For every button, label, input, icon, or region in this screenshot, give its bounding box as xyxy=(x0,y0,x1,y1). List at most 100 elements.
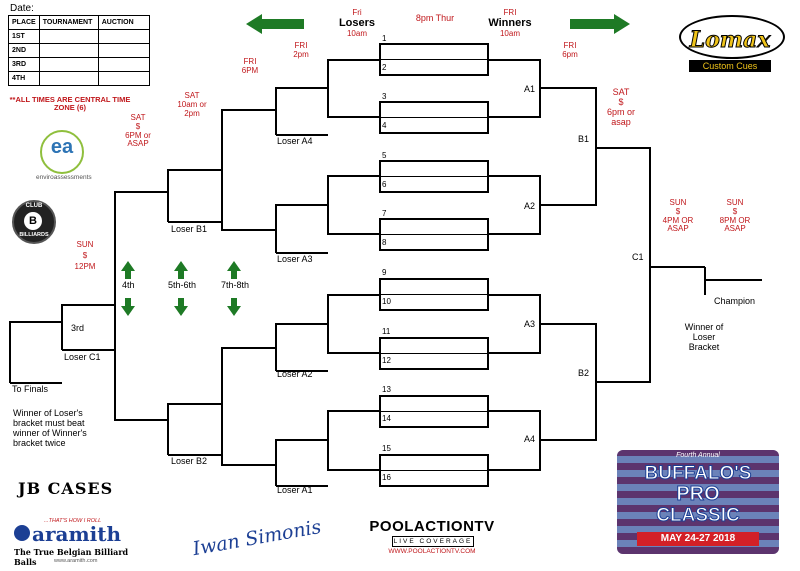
label-b1: B1 xyxy=(578,134,590,144)
center-time: 8pm Thur xyxy=(415,13,455,23)
slot-1: 1 xyxy=(382,34,387,43)
place-5th-6th-label: 5th-6th xyxy=(168,280,197,290)
winners-b1 xyxy=(540,87,597,206)
losers-arrow-icon xyxy=(246,14,304,34)
slot-16: 16 xyxy=(382,473,391,482)
lomax-subtitle: Custom Cues xyxy=(689,60,771,72)
losers-r2-b xyxy=(275,204,328,253)
slot-13: 13 xyxy=(382,385,391,394)
place-3rd-auction[interactable] xyxy=(97,57,150,72)
place-1st-auction[interactable] xyxy=(97,29,150,44)
label-loser-a4: Loser A4 xyxy=(277,136,313,146)
place-4th-arrow-icon xyxy=(121,261,135,316)
col-tournament: TOURNAMENT xyxy=(38,15,99,30)
place-7th-8th-arrow-icon xyxy=(227,261,241,316)
losers-time: 10am xyxy=(346,29,367,38)
enviroassessments-logo: ea enviroassessments xyxy=(36,130,102,185)
place-2nd: 2ND xyxy=(8,43,40,58)
place-1st: 1ST xyxy=(8,29,40,44)
losers-r2-d xyxy=(275,439,328,486)
losers-r2-c xyxy=(275,323,328,371)
date-label: Date: xyxy=(10,3,34,14)
slot-8: 8 xyxy=(382,238,387,247)
table-row: 2ND xyxy=(8,43,150,58)
label-loser-a1: Loser A1 xyxy=(277,485,313,495)
enviro-text: enviroassessments xyxy=(36,174,92,181)
losers-final xyxy=(9,321,62,383)
col-place: PLACE xyxy=(8,15,40,30)
place-3rd-tournament[interactable] xyxy=(38,57,99,72)
winners-b2 xyxy=(540,323,597,441)
slot-2: 2 xyxy=(382,63,387,72)
slot-4: 4 xyxy=(382,121,387,130)
place-4th-auction[interactable] xyxy=(97,71,150,86)
jb-cases-logo: JB CASES xyxy=(18,479,114,498)
losers-r4-a xyxy=(167,169,222,222)
place-4th-label: 4th xyxy=(122,280,135,290)
losers-r1-d xyxy=(327,410,380,471)
table-row: 3RD xyxy=(8,57,150,72)
slot-3: 3 xyxy=(382,92,387,101)
label-loser-a2: Loser A2 xyxy=(277,369,313,379)
label-loser-c1: Loser C1 xyxy=(64,352,101,362)
label-a3: A3 xyxy=(524,319,536,329)
place-4th-tournament[interactable] xyxy=(38,71,99,86)
label-a2: A2 xyxy=(524,201,536,211)
label-loser-a3: Loser A3 xyxy=(277,254,313,264)
winners-day: FRI xyxy=(503,8,517,17)
slot-12: 12 xyxy=(382,356,391,365)
lomax-logo: Lomax Custom Cues xyxy=(675,15,785,73)
slot-14: 14 xyxy=(382,414,391,423)
buffalos-pro-classic-logo: Fourth Annual BUFFALO'S PRO CLASSIC MAY … xyxy=(617,450,779,554)
slot-10: 10 xyxy=(382,297,391,306)
losers-r2-a xyxy=(275,87,328,135)
lomax-wordmark: Lomax xyxy=(689,27,771,54)
slot-11: 11 xyxy=(382,327,391,336)
sched-sun-12pm: SUN$12PM xyxy=(74,240,96,271)
slot-5: 5 xyxy=(382,151,387,160)
losers-r6 xyxy=(61,304,115,350)
losers-r1-a xyxy=(327,59,380,118)
to-finals-label: To Finals xyxy=(12,384,49,394)
place-7th-8th-label: 7th-8th xyxy=(221,280,250,290)
label-b2: B2 xyxy=(578,368,590,378)
place-2nd-tournament[interactable] xyxy=(38,43,99,58)
place-1st-tournament[interactable] xyxy=(38,29,99,44)
losers-day: Fri xyxy=(352,8,362,17)
places-header-row: PLACE TOURNAMENT AUCTION xyxy=(8,15,150,30)
label-c1: C1 xyxy=(632,252,644,262)
champion-label: Champion xyxy=(714,296,756,306)
winners-c1 xyxy=(596,147,651,383)
losers-r1-b xyxy=(327,175,380,235)
slot-7: 7 xyxy=(382,209,387,218)
losers-title: Losers xyxy=(338,17,376,29)
poolactiontv-logo: POOLACTIONTV LIVE COVERAGE WWW.POOLACTIO… xyxy=(369,518,495,555)
label-a1: A1 xyxy=(524,84,536,94)
enviro-mark: ea xyxy=(50,136,74,158)
losers-r3-a xyxy=(221,109,276,231)
slot-15: 15 xyxy=(382,444,391,453)
place-3rd-label: 3rd xyxy=(71,323,85,333)
place-3rd: 3RD xyxy=(8,57,40,72)
label-loser-b2: Loser B2 xyxy=(171,456,208,466)
place-2nd-auction[interactable] xyxy=(97,43,150,58)
winners-time: 10am xyxy=(499,29,520,38)
losers-r1-c xyxy=(327,294,380,354)
places-table: PLACE TOURNAMENT AUCTION 1ST 2ND 3RD 4TH xyxy=(8,15,150,86)
timezone-note: **ALL TIMES ARE CENTRAL TIME ZONE (6) xyxy=(9,95,131,113)
slot-6: 6 xyxy=(382,180,387,189)
label-a4: A4 xyxy=(524,434,536,444)
aramith-wordmark: aramith xyxy=(32,522,121,546)
winners-title: Winners xyxy=(488,17,532,29)
